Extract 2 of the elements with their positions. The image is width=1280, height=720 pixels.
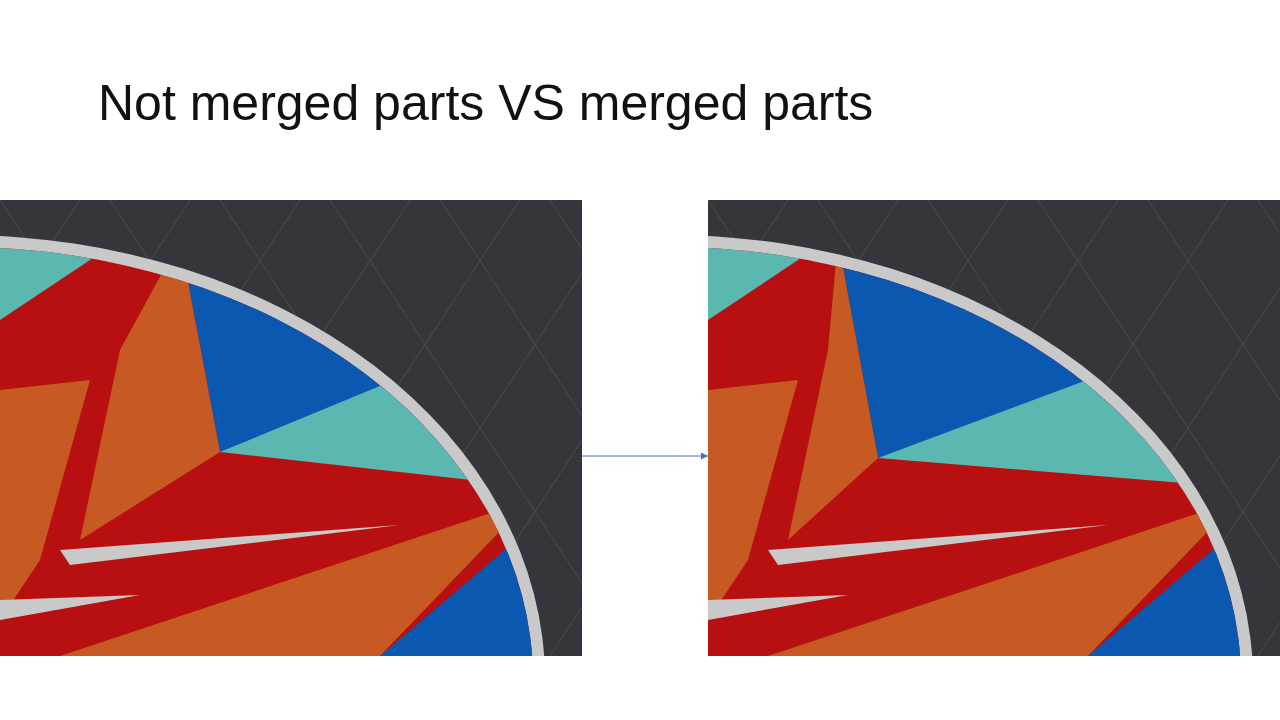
slide-title: Not merged parts VS merged parts xyxy=(98,74,874,132)
arrow xyxy=(581,452,709,460)
